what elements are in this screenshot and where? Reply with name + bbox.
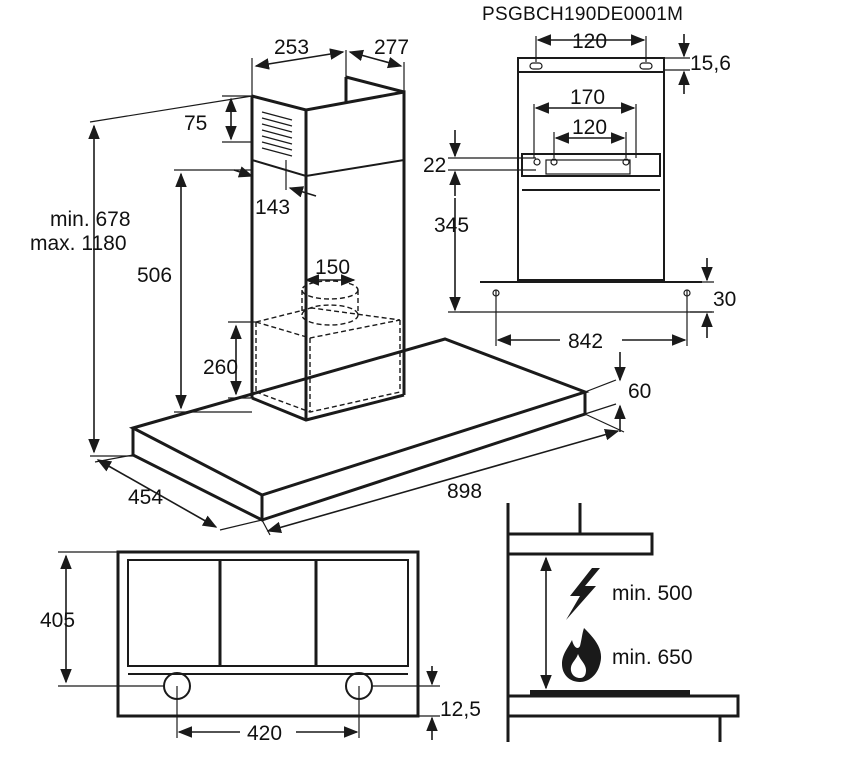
dim-height-range: min. 678 max. 1180 xyxy=(30,95,253,457)
label-light-spacing: 420 xyxy=(247,722,282,745)
dim-light-offset: 12,5 xyxy=(372,666,481,740)
label-canopy-depth: 454 xyxy=(128,486,163,509)
label-bracket-hole: 22 xyxy=(423,154,446,177)
label-canopy-width: 898 xyxy=(447,480,482,503)
label-mount-hole: 30 xyxy=(713,288,736,311)
label-bracket-inner: 120 xyxy=(572,116,607,139)
dim-canopy-width: 898 xyxy=(261,413,625,536)
lightning-icon xyxy=(566,568,600,620)
dim-outlet: 150 xyxy=(304,256,356,286)
motor-housing xyxy=(255,280,401,413)
clearance-view xyxy=(506,503,740,742)
label-bracket-spacing-top: 120 xyxy=(572,30,607,53)
label-duct-offset: 143 xyxy=(255,196,290,219)
dim-canopy-depth: 454 xyxy=(94,454,263,531)
label-height-max: max. 1180 xyxy=(30,232,127,255)
label-filter-depth: 405 xyxy=(40,609,75,632)
dim-bracket-hole: 22 xyxy=(423,130,536,196)
dim-bracket-offset: 15,6 xyxy=(664,34,731,94)
label-chimney-depth: 277 xyxy=(374,36,409,59)
dim-mount-spacing: 842 xyxy=(495,296,688,353)
dim-bracket-inner: 120 xyxy=(553,116,627,158)
dim-bracket-height: 345 xyxy=(434,198,470,313)
label-mount-spacing: 842 xyxy=(568,330,603,353)
label-clearance-gas: min. 650 xyxy=(612,646,693,669)
dim-light-spacing: 420 xyxy=(176,686,360,745)
dim-mount-hole: 30 xyxy=(690,258,736,338)
label-motor-height: 260 xyxy=(203,356,238,379)
dim-filter-depth: 405 xyxy=(40,551,164,687)
dim-bracket-spacing-top: 120 xyxy=(535,30,647,62)
label-canopy-thickness: 60 xyxy=(628,380,651,403)
label-bracket-height: 345 xyxy=(434,214,469,237)
chimney xyxy=(250,75,406,422)
dim-chimney-lower: 506 xyxy=(137,169,252,413)
canopy xyxy=(128,337,590,523)
flame-icon xyxy=(562,628,602,682)
label-height-min: min. 678 xyxy=(50,208,131,231)
label-top-offset: 75 xyxy=(184,112,207,135)
hood-bottom-view xyxy=(116,550,420,718)
label-clearance-electric: min. 500 xyxy=(612,582,693,605)
dim-motor-height: 260 xyxy=(203,321,256,399)
dim-top-offset: 75 xyxy=(184,95,252,143)
cooktop xyxy=(530,690,690,697)
label-bracket-outer: 170 xyxy=(570,86,605,109)
dim-chimney-width: 253 277 xyxy=(251,36,409,96)
label-bracket-offset: 15,6 xyxy=(690,52,731,75)
label-chimney-lower: 506 xyxy=(137,264,172,287)
model-code: PSGBCH190DE0001M xyxy=(482,4,683,25)
dim-bracket-outer: 170 xyxy=(533,86,637,158)
label-chimney-width: 253 xyxy=(274,36,309,59)
chimney-vents xyxy=(261,111,293,157)
label-light-offset: 12,5 xyxy=(440,698,481,721)
label-outlet: 150 xyxy=(315,256,350,279)
dim-canopy-thickness: 60 xyxy=(584,352,651,432)
dim-duct-offset: 143 xyxy=(233,160,317,219)
